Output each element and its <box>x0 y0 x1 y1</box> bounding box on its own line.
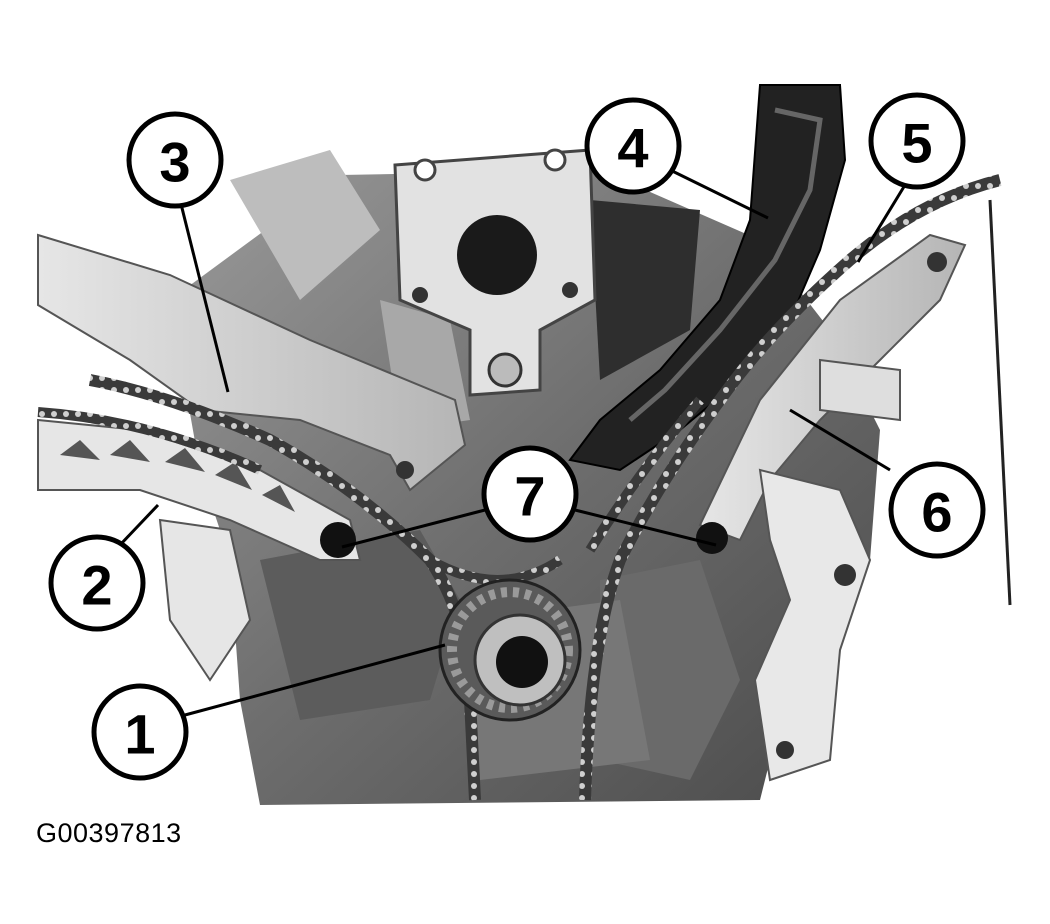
callout-6-label: 6 <box>921 481 952 544</box>
figure-id: G00397813 <box>36 818 182 848</box>
callout-2: 2 <box>48 534 146 632</box>
leader-lines <box>118 163 907 717</box>
callout-7: 7 <box>481 445 579 543</box>
right-bracket <box>753 358 901 782</box>
callout-5-label: 5 <box>901 112 932 175</box>
callout-3: 3 <box>126 111 224 209</box>
callout-1-label: 1 <box>124 703 155 766</box>
callout-5: 5 <box>868 92 966 190</box>
callout-6: 6 <box>888 461 986 559</box>
chain-tensioner <box>158 518 252 682</box>
upper-right-slide-rail <box>568 84 847 472</box>
callout-4: 4 <box>584 97 682 195</box>
callout-4-label: 4 <box>617 117 648 180</box>
callout-2-label: 2 <box>81 554 112 617</box>
callout-7-label: 7 <box>514 465 545 528</box>
callout-3-label: 3 <box>159 131 190 194</box>
upper-flange <box>393 148 597 397</box>
callout-1: 1 <box>91 683 189 781</box>
upper-left-guide-rail <box>37 233 467 492</box>
crankshaft-sprocket <box>438 578 582 722</box>
